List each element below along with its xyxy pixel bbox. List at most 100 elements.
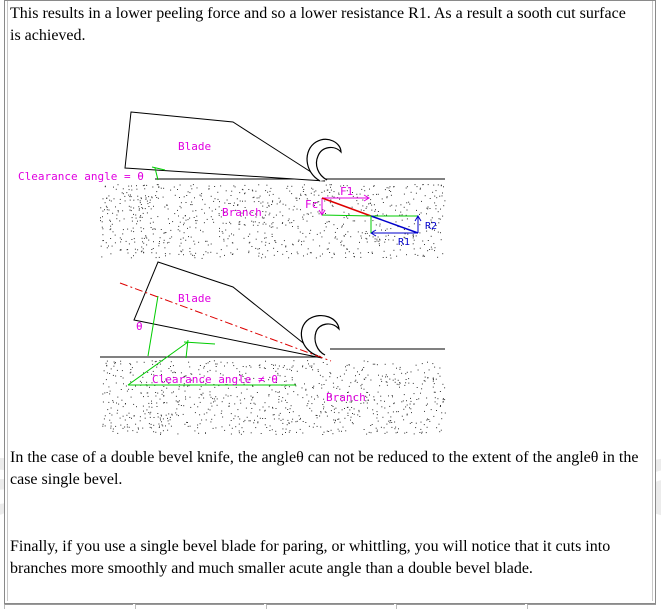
texture-dot <box>419 188 421 190</box>
texture-dot <box>275 370 277 372</box>
texture-dot <box>412 234 414 236</box>
texture-dot <box>372 236 374 238</box>
texture-dot <box>276 203 278 205</box>
texture-dot <box>317 396 319 398</box>
texture-dot <box>427 250 429 252</box>
texture-dot <box>109 412 111 414</box>
texture-dot <box>106 364 108 366</box>
texture-dot <box>224 202 226 204</box>
texture-dot <box>268 242 270 244</box>
texture-dot <box>260 202 262 204</box>
texture-dot <box>316 233 318 235</box>
texture-dot <box>399 368 401 370</box>
texture-dot <box>234 186 236 188</box>
texture-dot <box>264 237 266 239</box>
texture-dot <box>390 191 392 192</box>
texture-dot <box>301 387 303 389</box>
texture-dot <box>375 427 377 429</box>
texture-dot <box>346 248 348 250</box>
texture-dot <box>384 432 386 434</box>
texture-dot <box>209 369 211 371</box>
texture-dot <box>326 221 328 223</box>
texture-dot <box>180 250 182 252</box>
texture-dot <box>313 363 315 365</box>
texture-dot <box>257 248 259 250</box>
texture-dot <box>415 192 417 194</box>
texture-dot <box>240 215 242 217</box>
texture-dot <box>245 372 247 374</box>
texture-dot <box>168 423 170 425</box>
texture-dot <box>130 210 132 212</box>
texture-dot <box>102 425 104 427</box>
texture-dot <box>297 394 299 396</box>
texture-dot <box>135 252 137 254</box>
texture-dot <box>165 379 167 381</box>
texture-dot <box>194 257 196 259</box>
texture-dot <box>142 405 144 407</box>
texture-dot <box>105 242 107 244</box>
texture-dot <box>131 217 133 219</box>
texture-dot <box>233 205 235 206</box>
texture-dot <box>299 428 301 430</box>
texture-dot <box>419 232 421 234</box>
texture-dot <box>403 394 405 396</box>
texture-dot <box>399 214 401 216</box>
texture-dot <box>357 248 359 250</box>
texture-dot <box>366 433 368 435</box>
texture-dot <box>184 390 186 392</box>
texture-dot <box>179 221 181 223</box>
texture-dot <box>148 196 150 198</box>
texture-dot <box>171 414 173 416</box>
texture-dot <box>403 229 405 230</box>
texture-dot <box>169 223 170 224</box>
texture-dot <box>360 402 362 404</box>
texture-dot <box>136 185 137 187</box>
texture-dot <box>303 214 305 216</box>
texture-dot <box>102 240 104 242</box>
texture-dot <box>106 209 108 211</box>
texture-dot <box>345 366 346 368</box>
texture-dot <box>391 426 393 428</box>
texture-dot <box>231 190 233 192</box>
blade-shape-bottom <box>133 261 323 359</box>
texture-dot <box>210 216 212 218</box>
texture-dot <box>117 396 119 398</box>
texture-dot <box>163 239 165 241</box>
texture-dot <box>358 411 360 413</box>
texture-dot <box>237 204 239 205</box>
texture-dot <box>210 396 212 398</box>
texture-dot <box>405 187 407 189</box>
texture-dot <box>372 220 374 222</box>
texture-dot <box>157 392 159 394</box>
texture-dot <box>230 433 232 435</box>
texture-dot <box>183 196 185 198</box>
texture-dot <box>394 378 396 380</box>
texture-dot <box>190 185 192 187</box>
texture-dot <box>112 400 114 402</box>
texture-dot <box>373 399 375 401</box>
texture-dot <box>269 190 271 192</box>
texture-dot <box>366 206 368 208</box>
texture-dot <box>146 244 148 246</box>
texture-dot <box>293 360 295 362</box>
texture-dot <box>357 203 359 205</box>
texture-dot <box>338 418 340 420</box>
texture-dot <box>440 429 442 431</box>
texture-dot <box>277 391 279 393</box>
texture-dot <box>218 213 220 215</box>
texture-dot <box>183 376 185 377</box>
texture-dot <box>374 210 376 212</box>
texture-dot <box>314 204 315 206</box>
bottom-table-cells <box>4 604 656 609</box>
paragraph-single-bevel: Finally, if you use a single bevel blade… <box>10 538 611 577</box>
texture-dot <box>205 419 207 421</box>
texture-dot <box>143 228 145 230</box>
texture-dot <box>219 230 220 232</box>
texture-dot <box>201 419 203 421</box>
texture-dot <box>161 393 163 395</box>
texture-dot <box>329 376 331 378</box>
texture-dot <box>324 200 326 202</box>
texture-dot <box>412 382 414 384</box>
texture-dot <box>333 408 335 410</box>
texture-dot <box>230 252 232 254</box>
